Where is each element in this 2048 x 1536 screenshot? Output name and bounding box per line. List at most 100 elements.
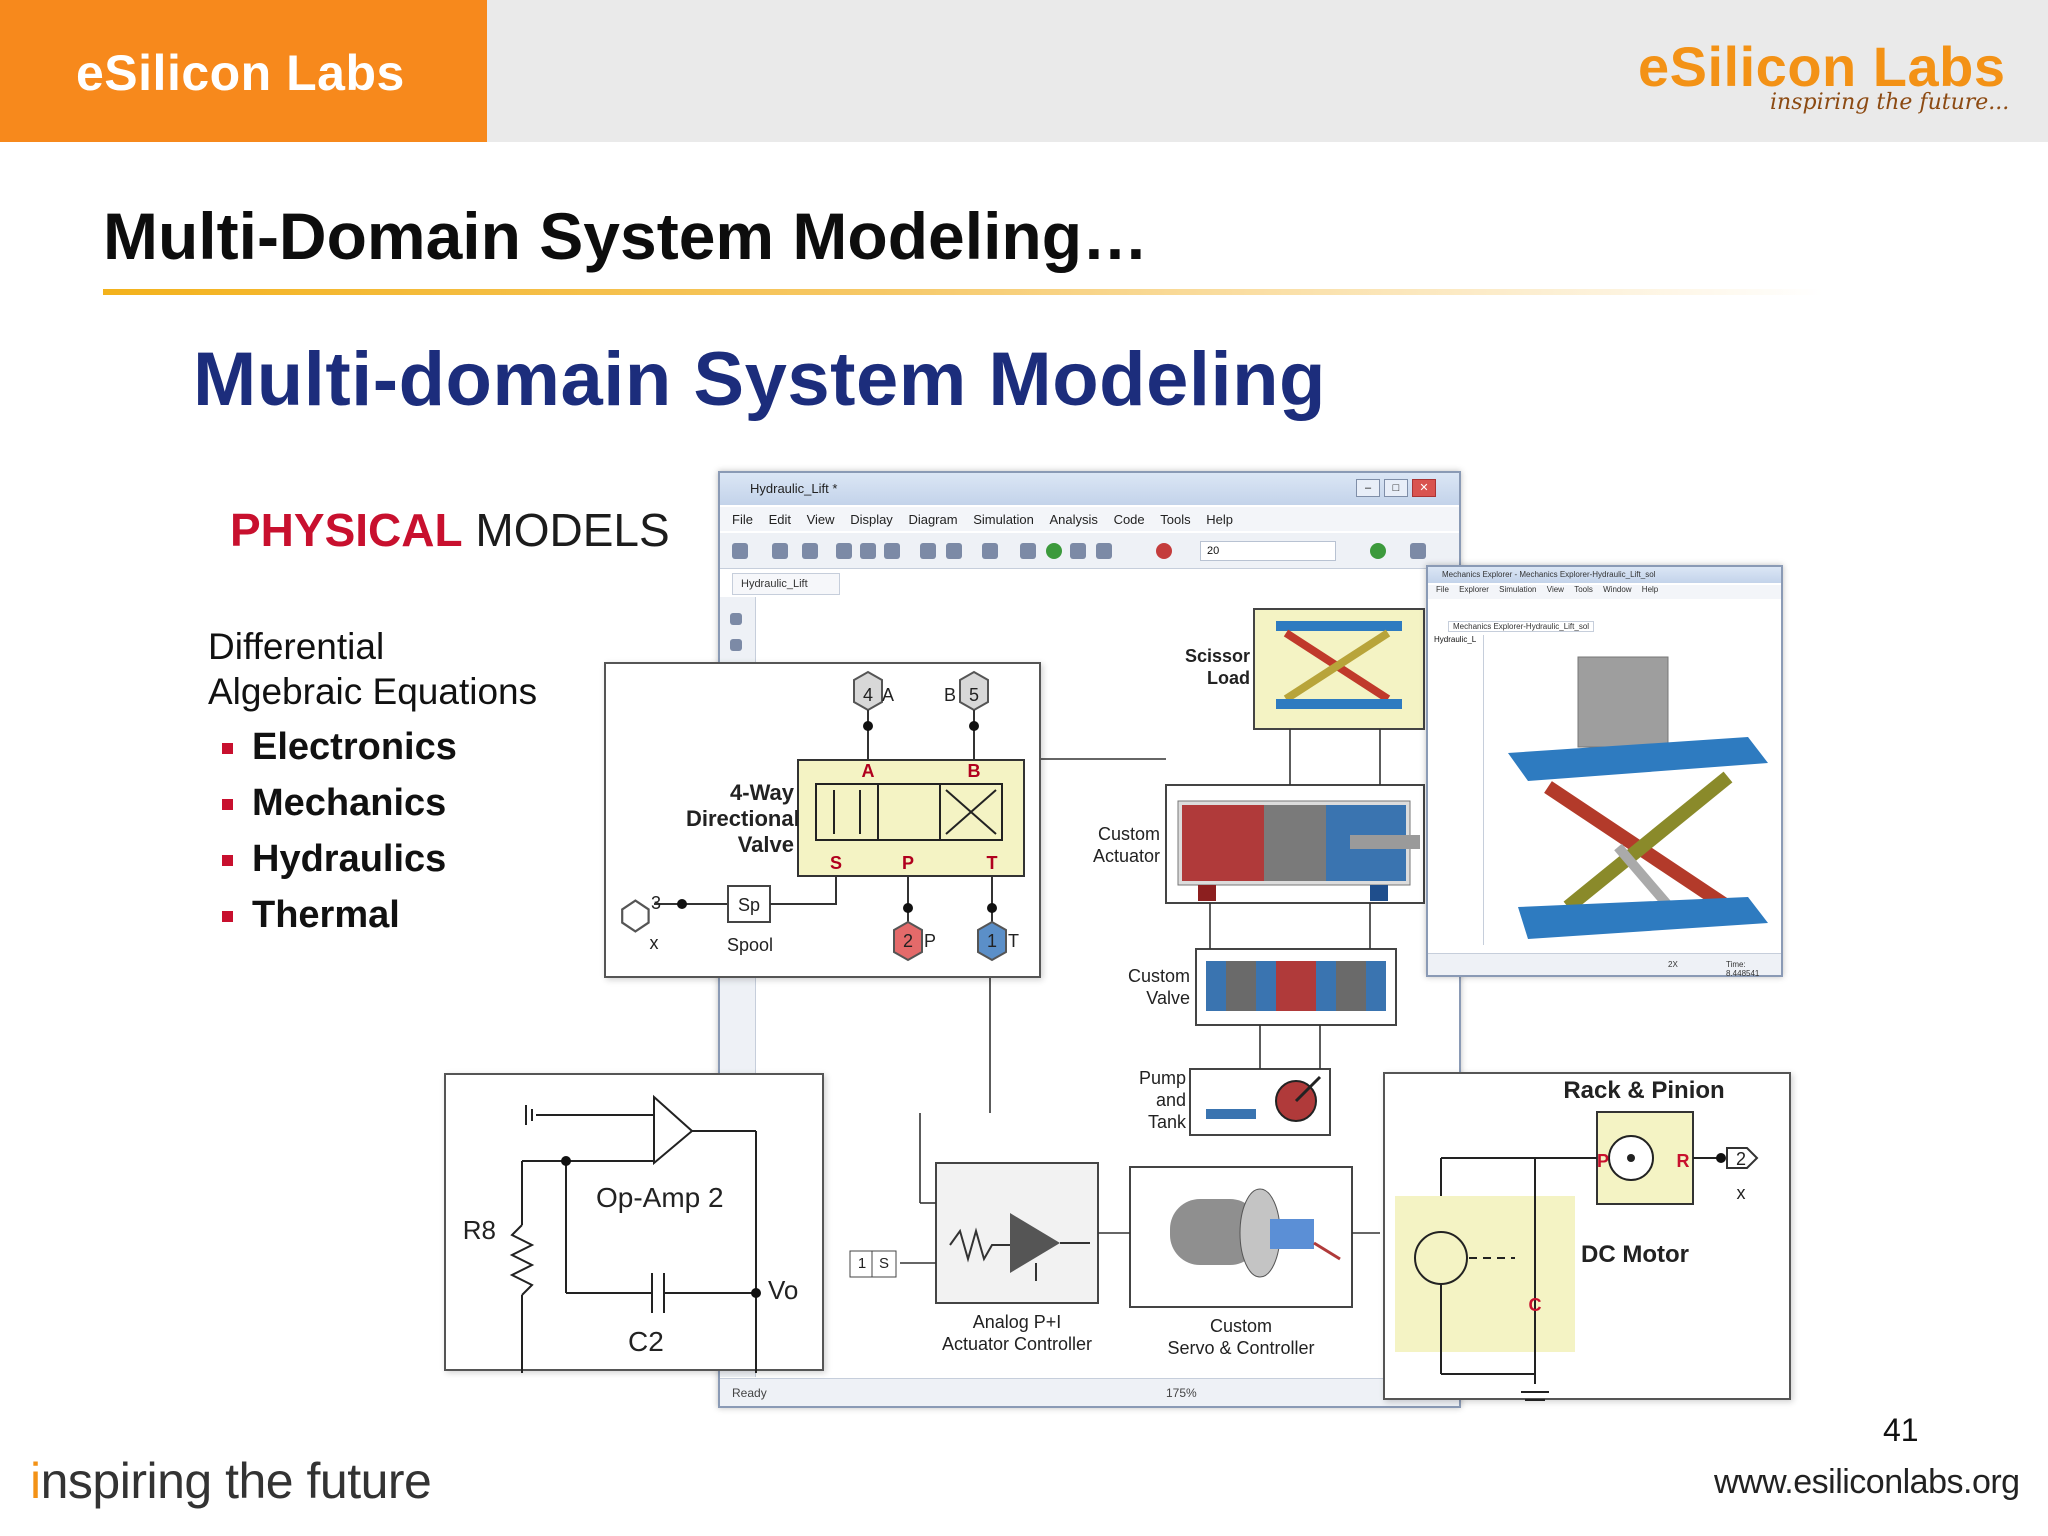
maximize-button[interactable]: □ <box>1384 479 1408 497</box>
step-forward-icon[interactable] <box>1070 543 1086 559</box>
record-icon[interactable] <box>1156 543 1172 559</box>
domain-list: Electronics Mechanics Hydraulics Thermal <box>216 726 457 950</box>
back-icon[interactable] <box>836 543 852 559</box>
port-c: C <box>1528 1295 1542 1315</box>
explorer-menu-view[interactable]: View <box>1546 585 1564 594</box>
explorer-status-bar: 2X Time: 8.448541 <box>1428 953 1781 978</box>
page-number: 41 <box>1883 1412 1919 1448</box>
dc-motor-block <box>1395 1196 1575 1352</box>
valve-letter-t: T <box>986 853 998 873</box>
logo-text: eSilicon Labs <box>1638 35 2006 98</box>
output-port-number: 2 <box>1735 1149 1746 1169</box>
port-x-label: x <box>649 933 659 953</box>
port-a-label: A <box>882 685 895 705</box>
run-icon[interactable] <box>1046 543 1062 559</box>
explorer-menu-help[interactable]: Help <box>1641 585 1659 594</box>
menu-view[interactable]: View <box>806 512 835 527</box>
port-a-hex <box>853 670 883 712</box>
brand-banner: eSilicon Labs <box>0 0 487 142</box>
explorer-menu-tools[interactable]: Tools <box>1574 585 1593 594</box>
capacitor-label: C2 <box>628 1326 664 1357</box>
window-title: Hydraulic_Lift * <box>750 481 838 496</box>
stop-time-input[interactable]: 20 <box>1200 541 1336 561</box>
toolbar: 20 <box>720 533 1459 569</box>
spool-valve-icon <box>1206 961 1386 1011</box>
grid-icon[interactable] <box>1410 543 1426 559</box>
port-p-label: P <box>924 931 937 951</box>
minimize-button[interactable]: – <box>1356 479 1380 497</box>
up-icon[interactable] <box>884 543 900 559</box>
menu-tools[interactable]: Tools <box>1160 512 1191 527</box>
model-explorer-icon[interactable] <box>982 543 998 559</box>
website-url[interactable]: www.esiliconlabs.org <box>1714 1463 2020 1501</box>
valve-letter-s: S <box>829 853 842 873</box>
output-port-x <box>1726 1147 1759 1169</box>
domain-item: Mechanics <box>216 782 457 838</box>
stop-icon[interactable] <box>1096 543 1112 559</box>
status-ready: Ready <box>732 1386 767 1400</box>
valve-letter-a: A <box>861 761 875 781</box>
simulink-window: Hydraulic_Lift * – □ ✕ File Edit View Di… <box>718 471 1461 1408</box>
menu-analysis[interactable]: Analysis <box>1049 512 1098 527</box>
step-back-icon[interactable] <box>1020 543 1036 559</box>
explorer-title: Mechanics Explorer - Mechanics Explorer-… <box>1428 567 1781 583</box>
models-word: MODELS <box>462 504 670 556</box>
dae-label: Differential Algebraic Equations <box>208 624 537 714</box>
tree-root[interactable]: Hydraulic_L <box>1434 635 1477 644</box>
forward-icon[interactable] <box>860 543 876 559</box>
dc-motor-label: DC Motor <box>1581 1241 1689 1268</box>
print-icon[interactable] <box>802 543 818 559</box>
explorer-tree[interactable]: Hydraulic_L <box>1434 635 1484 945</box>
menu-code[interactable]: Code <box>1113 512 1145 527</box>
explorer-menu-simulation[interactable]: Simulation <box>1499 585 1537 594</box>
zoom-icon[interactable] <box>730 639 742 651</box>
menu-simulation[interactable]: Simulation <box>973 512 1034 527</box>
slide-subtitle: Multi-domain System Modeling <box>193 337 1326 422</box>
playback-speed[interactable]: 2X <box>1668 960 1678 969</box>
breadcrumb[interactable]: Hydraulic_Lift <box>732 573 840 595</box>
spool-block-label: Sp <box>737 895 761 915</box>
domain-item: Electronics <box>216 726 457 782</box>
new-model-icon[interactable] <box>732 543 748 559</box>
esilicon-logo: eSilicon Labs inspiring the future... <box>1638 34 2018 124</box>
output-label: Vo <box>768 1275 799 1305</box>
mechanics-explorer-window: Mechanics Explorer - Mechanics Explorer-… <box>1426 565 1783 978</box>
opamp-circuit <box>509 1094 761 1373</box>
menu-file[interactable]: File <box>732 512 753 527</box>
tagline-initial: i <box>30 1453 41 1509</box>
explorer-menu-file[interactable]: File <box>1436 585 1449 594</box>
servo-motor-icon <box>1170 1188 1341 1278</box>
motor-circuit <box>1395 1111 1759 1401</box>
rack-pinion-panel: Rack & Pinion DC Motor P R C 2 x <box>1383 1072 1791 1401</box>
menu-display[interactable]: Display <box>850 512 893 527</box>
library-icon[interactable] <box>920 543 936 559</box>
rack-pinion-title: Rack & Pinion <box>1563 1077 1725 1104</box>
menu-diagram[interactable]: Diagram <box>908 512 958 527</box>
window-titlebar: Hydraulic_Lift * – □ ✕ <box>720 473 1459 505</box>
port-p-number: 2 <box>902 931 913 951</box>
explorer-menu-bar: File Explorer Simulation View Tools Wind… <box>1428 585 1781 599</box>
title-underline <box>103 289 1823 295</box>
logo-tagline: inspiring the future... <box>1770 90 2010 115</box>
scissor-lift-3d-view <box>1508 656 1768 939</box>
explorer-tab[interactable]: Mechanics Explorer-Hydraulic_Lift_sol <box>1448 621 1595 632</box>
tagline-text: nspiring the future <box>40 1453 432 1509</box>
close-button[interactable]: ✕ <box>1412 479 1436 497</box>
opamp-panel: R8 Op-Amp 2 C2 Vo <box>444 1073 824 1373</box>
hide-browser-icon[interactable] <box>730 613 742 625</box>
save-icon[interactable] <box>772 543 788 559</box>
explorer-menu-window[interactable]: Window <box>1603 585 1632 594</box>
menu-help[interactable]: Help <box>1206 512 1233 527</box>
resistor-label: R8 <box>462 1215 496 1245</box>
physical-models-heading: PHYSICAL MODELS <box>230 503 670 557</box>
settings-icon[interactable] <box>946 543 962 559</box>
opamp-label: Op-Amp 2 <box>596 1182 724 1213</box>
port-a-number: 4 <box>862 685 873 705</box>
scissor-load-icon <box>1276 621 1402 709</box>
explorer-menu-explorer[interactable]: Explorer <box>1459 585 1489 594</box>
menu-edit[interactable]: Edit <box>768 512 791 527</box>
check-icon[interactable] <box>1370 543 1386 559</box>
